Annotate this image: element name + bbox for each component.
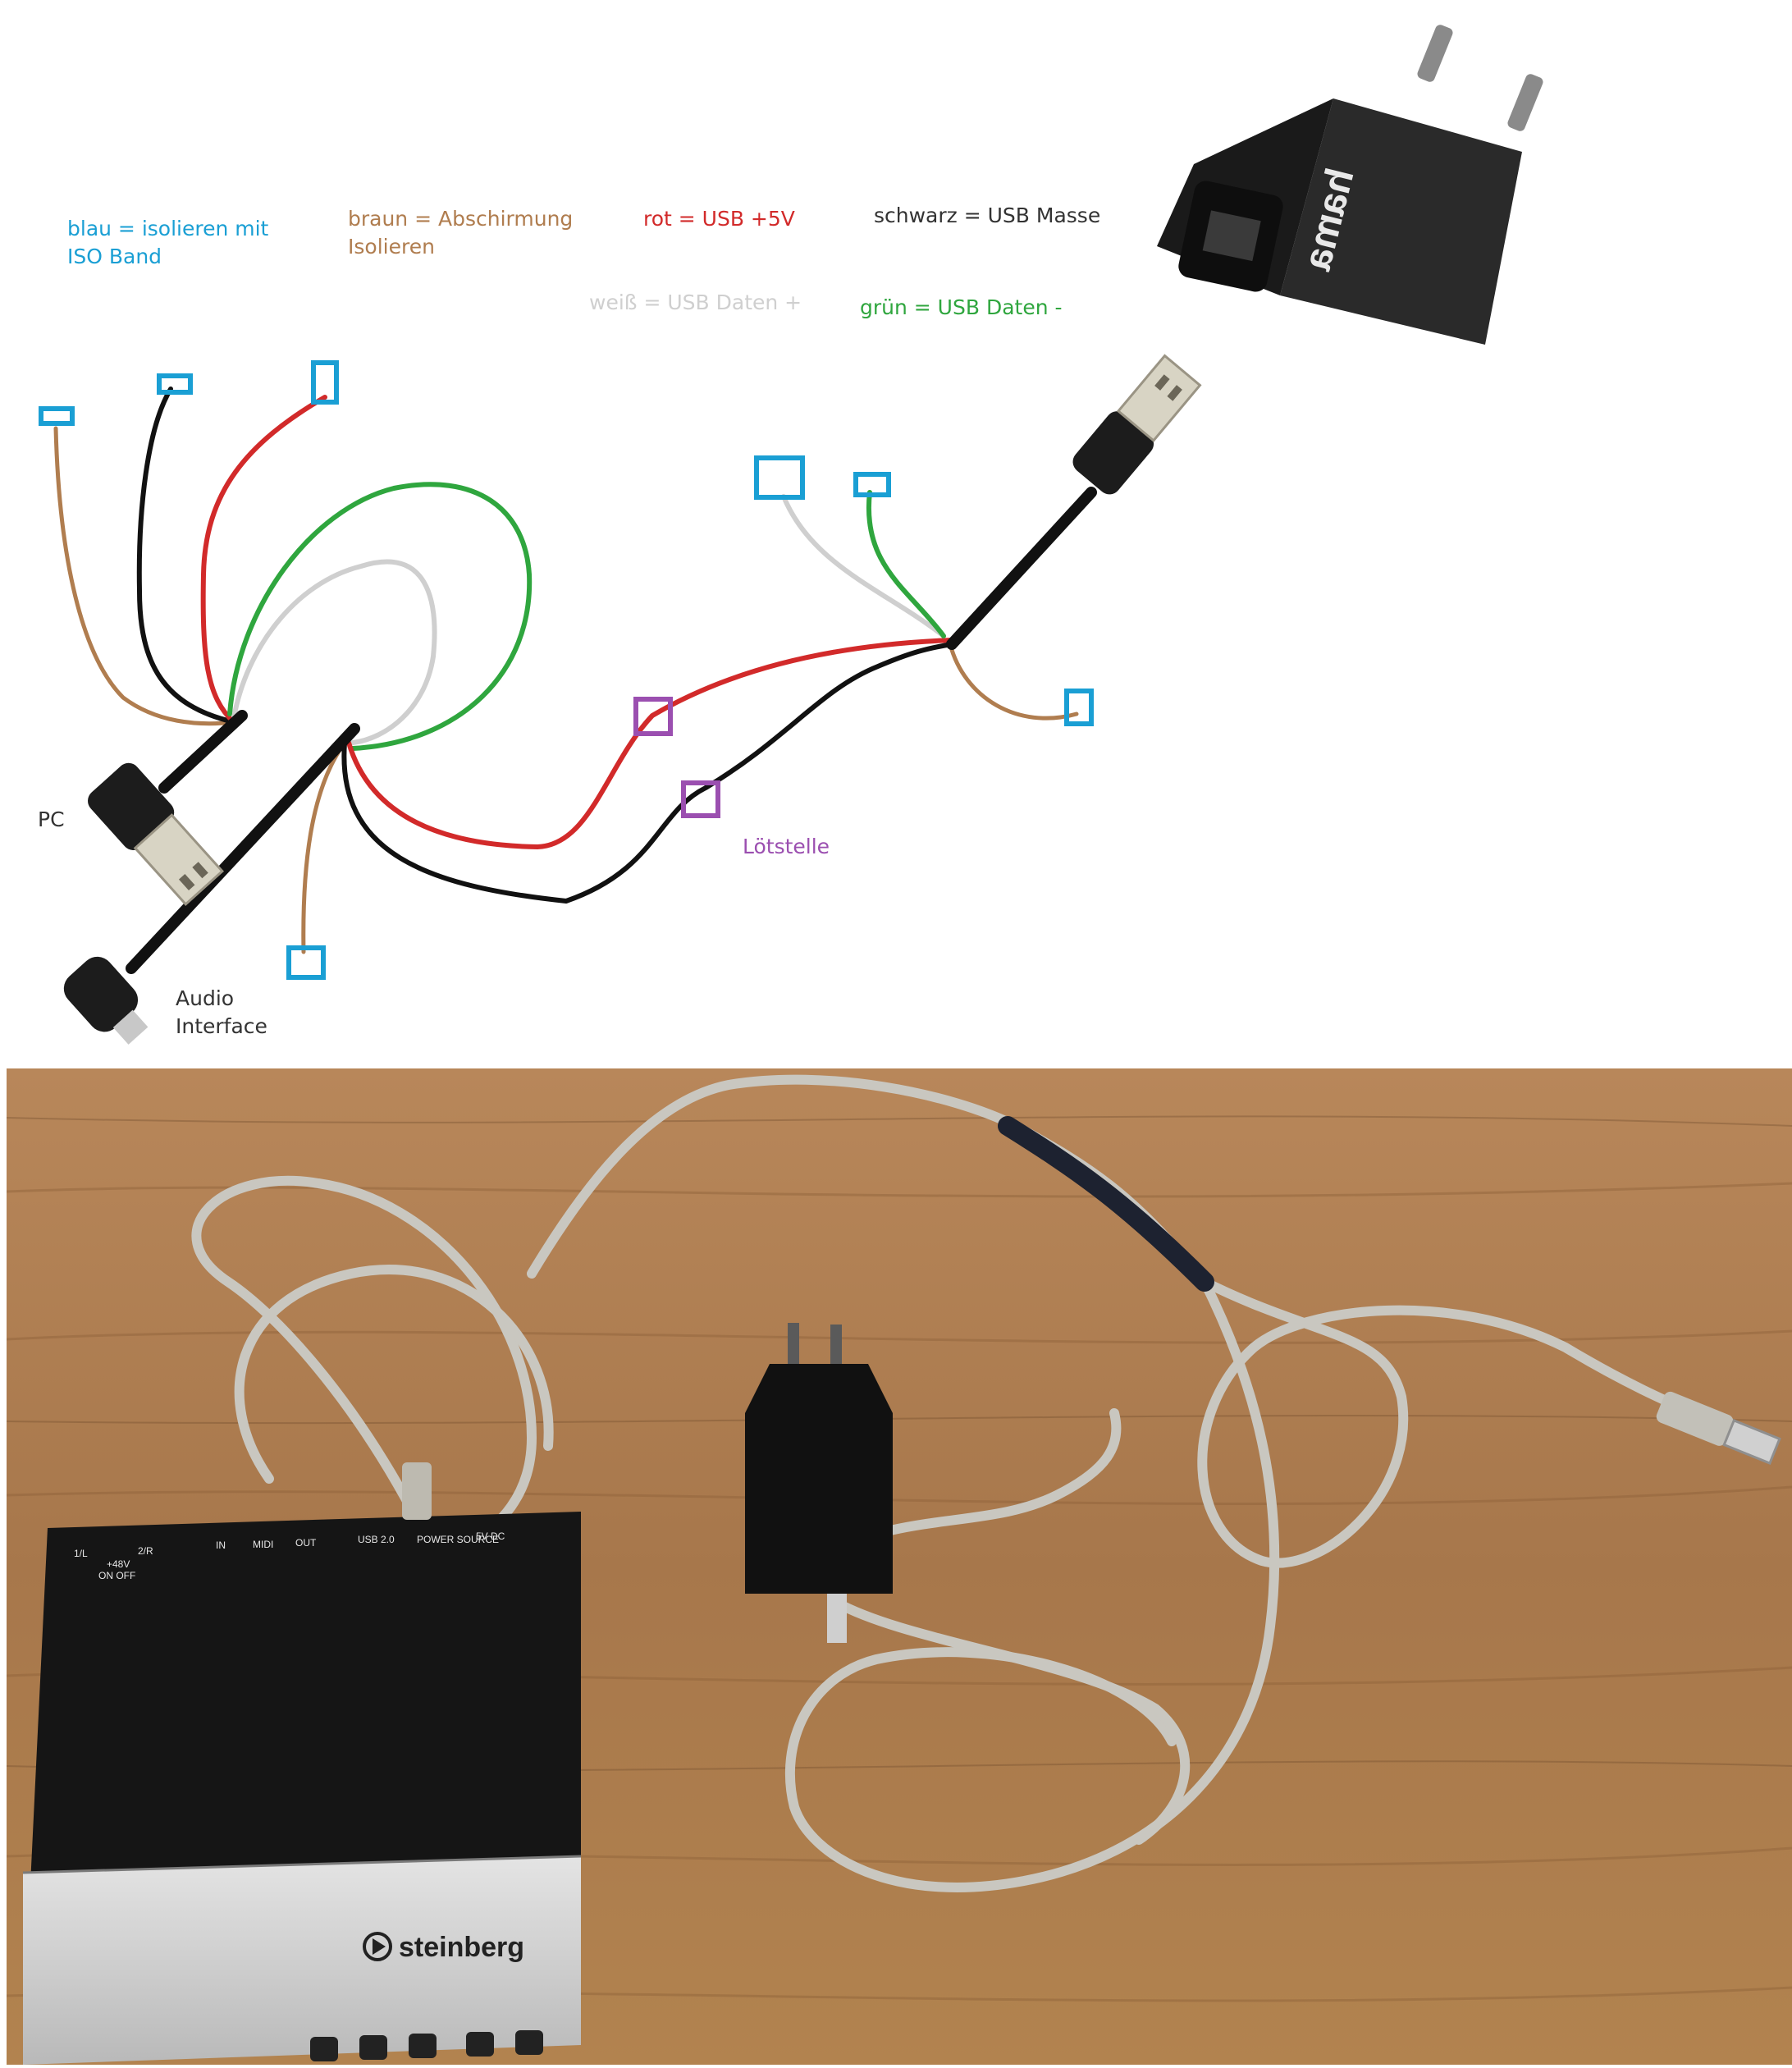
svg-text:OUT: OUT bbox=[295, 1537, 317, 1549]
legend-red: rot = USB +5V bbox=[643, 207, 795, 231]
pc-usb-plug bbox=[88, 762, 225, 906]
svg-text:IN: IN bbox=[216, 1540, 226, 1551]
tape-wrap bbox=[998, 1116, 1214, 1292]
photo-usb-plug bbox=[1656, 1391, 1781, 1466]
charger-usb-plug bbox=[1072, 354, 1202, 495]
tape-marker bbox=[853, 472, 891, 497]
wiring-diagram: blau = isolieren mit ISO Band braun = Ab… bbox=[38, 25, 1543, 1045]
wire-black-pc bbox=[136, 387, 236, 725]
tape-marker bbox=[311, 360, 339, 405]
wire-brown-pc bbox=[53, 426, 236, 726]
wire-green-charger bbox=[866, 490, 946, 638]
cable-charger-2 bbox=[830, 1597, 1191, 1845]
audio-interface-device bbox=[22, 1512, 582, 2065]
wire-white-pc bbox=[231, 559, 437, 745]
cable-right-loop bbox=[1197, 1277, 1735, 1568]
legend-green: grün = USB Daten - bbox=[860, 295, 1063, 319]
legend-white: weiß = USB Daten + bbox=[589, 291, 802, 314]
legend-black: schwarz = USB Masse bbox=[874, 204, 1101, 227]
tape-marker bbox=[754, 455, 805, 500]
svg-text:USB 2.0: USB 2.0 bbox=[358, 1534, 395, 1545]
svg-text:5V DC: 5V DC bbox=[476, 1530, 505, 1542]
tape-marker bbox=[39, 406, 75, 426]
svg-text:ON OFF: ON OFF bbox=[98, 1570, 135, 1581]
wire-black-long bbox=[341, 642, 954, 904]
svg-text:2/R: 2/R bbox=[138, 1545, 153, 1557]
tape-marker bbox=[286, 945, 326, 980]
wiring-svg: hama bbox=[39, 25, 1543, 1045]
svg-text:MIDI: MIDI bbox=[253, 1539, 273, 1550]
wire-white-charger bbox=[781, 494, 946, 638]
interface-usb-connector bbox=[402, 1462, 432, 1520]
solder-joint-red bbox=[633, 697, 673, 736]
wire-brown-charger bbox=[948, 642, 1079, 721]
hama-charger bbox=[1157, 25, 1543, 345]
cable-audio bbox=[126, 723, 360, 974]
tape-marker bbox=[157, 373, 193, 395]
wire-red-long bbox=[346, 638, 954, 849]
tape-marker bbox=[1064, 689, 1094, 726]
wire-green-pc bbox=[227, 482, 533, 751]
solder-joint-black bbox=[681, 780, 720, 818]
cable-charger-3 bbox=[822, 1408, 1122, 1558]
photo-setup: steinberg 1/L 2/R +48V ON OFF IN MIDI OU… bbox=[6, 1068, 1792, 2065]
cable-loop-left-2 bbox=[234, 1265, 554, 1484]
photo-svg: steinberg 1/L 2/R +48V ON OFF IN MIDI OU… bbox=[6, 1068, 1792, 2065]
cable-charger bbox=[784, 1277, 1280, 1892]
cable-loop-left bbox=[191, 1175, 537, 1549]
photo-charger bbox=[745, 1323, 893, 1643]
label-solder-joint: Lötstelle bbox=[743, 835, 830, 858]
label-audio-interface: Audio Interface bbox=[176, 986, 267, 1038]
cable-pc bbox=[158, 710, 248, 794]
wire-brown-audio bbox=[301, 740, 347, 954]
legend-brown: braun = Abschirmung Isolieren bbox=[348, 207, 574, 258]
audio-micro-usb-plug bbox=[63, 956, 149, 1045]
wire-red-pc bbox=[200, 395, 327, 725]
steinberg-logo-icon bbox=[363, 1932, 392, 1961]
interface-brand: steinberg bbox=[399, 1932, 524, 1963]
svg-text:POWER SOURCE: POWER SOURCE bbox=[417, 1534, 499, 1545]
svg-text:+48V: +48V bbox=[107, 1558, 130, 1570]
svg-text:1/L: 1/L bbox=[74, 1548, 88, 1559]
port-labels: 1/L 2/R +48V ON OFF IN MIDI OUT USB 2.0 … bbox=[74, 1530, 505, 1581]
cable-charger bbox=[946, 487, 1097, 650]
label-pc: PC bbox=[38, 808, 65, 831]
legend-blue: blau = isolieren mit ISO Band bbox=[67, 217, 269, 268]
